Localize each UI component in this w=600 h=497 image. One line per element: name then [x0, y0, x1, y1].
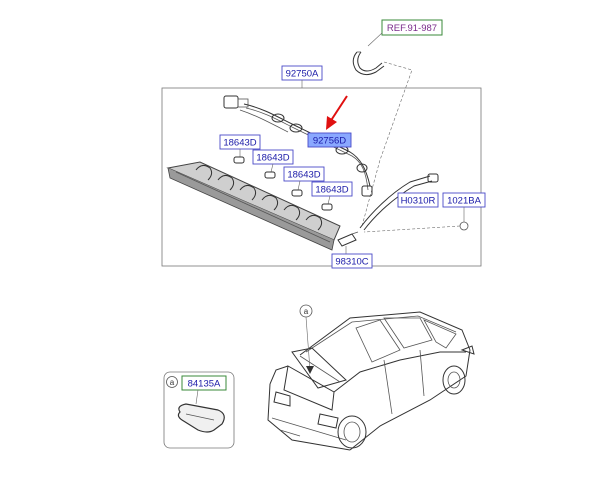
highlight-part-tag[interactable]: 92756D — [307, 132, 352, 148]
bulb-drawings — [233, 156, 333, 211]
connector-label: 1021BA — [447, 196, 481, 207]
assembly-tag[interactable]: 92750A — [281, 65, 323, 81]
ref-label: REF.91-987 — [387, 23, 437, 34]
red-pointer-arrow — [326, 95, 348, 130]
nozzle-label: 98310C — [335, 257, 368, 268]
connector-tag[interactable]: 1021BA — [442, 192, 486, 208]
bulb-label-3: 18643D — [287, 170, 320, 181]
bulb-tag-1[interactable]: 18643D — [219, 134, 261, 150]
plug-drawing — [177, 403, 225, 433]
highlight-part-label: 92756D — [313, 136, 346, 147]
assembly-label: 92750A — [286, 69, 319, 80]
bulb-label-2: 18643D — [256, 153, 289, 164]
grommet-label: H0310R — [401, 196, 436, 207]
hose-clip-drawing — [352, 51, 385, 76]
ref-leader — [367, 32, 383, 47]
assembly-frame — [161, 87, 482, 267]
grommet-tag[interactable]: H0310R — [397, 192, 439, 208]
inset-part-label: 84135A — [188, 379, 221, 390]
nozzle-drawing — [337, 231, 359, 247]
bulb-tag-3[interactable]: 18643D — [283, 166, 325, 182]
car-callout-arrowhead — [306, 366, 314, 374]
washer-hose-drawing — [359, 173, 439, 231]
bulb-tag-4[interactable]: 18643D — [311, 181, 353, 197]
hose-dash-line — [361, 61, 413, 227]
bulb-tag-2[interactable]: 18643D — [252, 149, 294, 165]
car-illustration — [267, 311, 475, 451]
inset-callout-letter: a — [170, 378, 175, 387]
bulb-leader-3 — [297, 180, 301, 191]
car-callout-letter: a — [304, 307, 309, 316]
lamp-housing-drawing — [166, 161, 341, 251]
bulb-leader-2 — [270, 163, 274, 173]
inset-leader — [195, 389, 199, 405]
inset-callout: a — [166, 376, 178, 388]
connector-dash — [363, 225, 461, 233]
car-callout-leader — [305, 316, 311, 371]
nozzle-tag[interactable]: 98310C — [331, 253, 373, 269]
inset-part-tag[interactable]: 84135A — [181, 375, 227, 391]
bulb-label-1: 18643D — [223, 138, 256, 149]
ref-tag[interactable]: REF.91-987 — [381, 19, 443, 36]
bulb-leader-4 — [327, 195, 331, 205]
bulb-label-4: 18643D — [315, 185, 348, 196]
car-callout[interactable]: a — [299, 304, 313, 318]
connector-circle — [459, 221, 469, 231]
